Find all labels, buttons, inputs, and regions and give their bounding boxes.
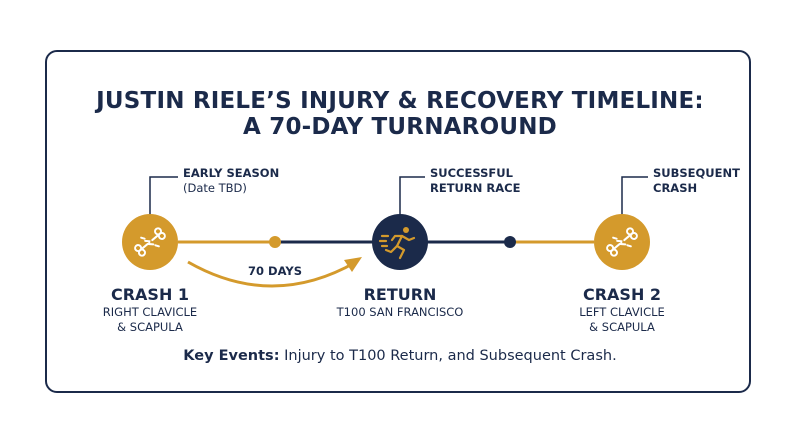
crash2-desc-line1: LEFT CLAVICLE [579, 305, 665, 319]
callout-return-subtitle: RETURN RACE [430, 181, 521, 195]
crash1-desc-line2: & SCAPULA [117, 320, 183, 334]
timeline-dot-gold [269, 236, 281, 248]
crash2-heading: CRASH 2 [582, 285, 662, 304]
broken-bone-icon [134, 227, 166, 257]
title-line-2: A 70-DAY TURNAROUND [243, 114, 557, 140]
crash2-node [594, 214, 650, 270]
broken-bone-icon [606, 227, 638, 257]
callout-crash1: EARLY SEASON (Date TBD) [183, 166, 279, 196]
runner-icon [378, 227, 416, 260]
key-events-label: Key Events: [183, 348, 280, 364]
callout-crash2-subtitle: CRASH [653, 181, 698, 195]
callout-return-title: SUCCESSFUL [430, 166, 513, 180]
callout-line-crash2 [621, 176, 648, 217]
crash2-label: CRASH 2 LEFT CLAVICLE & SCAPULA [532, 285, 712, 335]
callout-crash2: SUBSEQUENT CRASH [653, 166, 740, 196]
title-line-1: JUSTIN RIELE’S INJURY & RECOVERY TIMELIN… [96, 88, 704, 114]
seventy-day-arrowhead [344, 257, 362, 272]
callout-crash2-title: SUBSEQUENT [653, 166, 740, 180]
callout-crash1-title: EARLY SEASON [183, 166, 280, 180]
crash2-desc-line2: & SCAPULA [589, 320, 655, 334]
return-label: RETURN T100 SAN FRANCISCO [310, 285, 490, 320]
return-node [372, 214, 428, 270]
seventy-day-arrow [187, 260, 357, 288]
crash1-heading: CRASH 1 [110, 285, 190, 304]
crash1-node [122, 214, 178, 270]
key-events-text: Injury to T100 Return, and Subsequent Cr… [279, 348, 617, 364]
callout-line-crash1 [149, 176, 178, 217]
key-events-footer: Key Events: Injury to T100 Return, and S… [0, 348, 800, 364]
return-desc-line1: T100 SAN FRANCISCO [336, 305, 464, 319]
timeline-dot-navy [504, 236, 516, 248]
crash1-desc-line1: RIGHT CLAVICLE [102, 305, 198, 319]
callout-return: SUCCESSFUL RETURN RACE [430, 166, 520, 196]
callout-line-return [399, 176, 425, 215]
callout-crash1-subtitle: (Date TBD) [183, 181, 247, 195]
seventy-days-label: 70 DAYS [248, 264, 302, 278]
crash1-label: CRASH 1 RIGHT CLAVICLE & SCAPULA [60, 285, 240, 335]
return-heading: RETURN [363, 285, 437, 304]
